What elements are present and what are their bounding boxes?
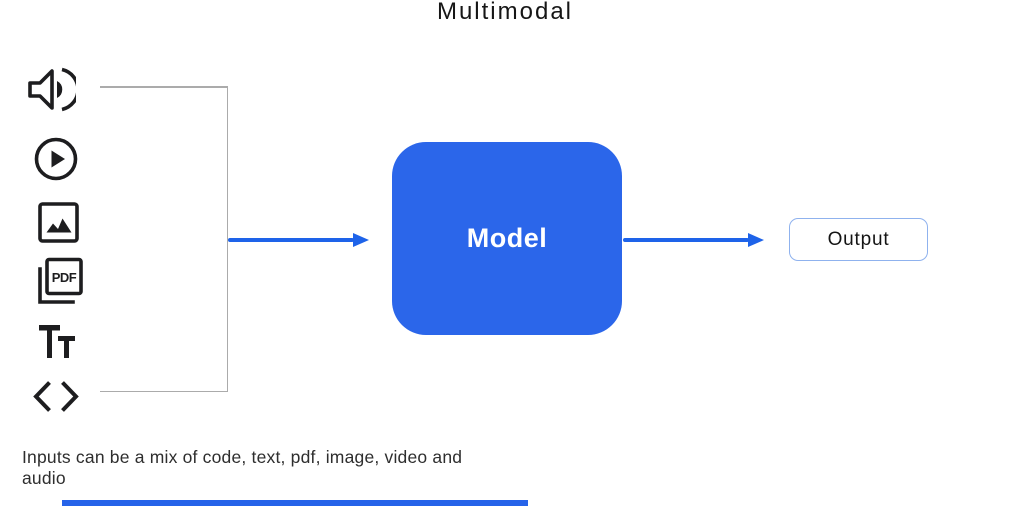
input-item-pdf: PDF <box>36 257 84 306</box>
bracket-bottom-line <box>100 390 228 392</box>
pdf-badge-text: PDF <box>52 270 77 285</box>
image-icon <box>38 202 79 243</box>
input-item-audio <box>26 66 76 113</box>
video-play-icon <box>33 136 79 182</box>
pdf-icon: PDF <box>36 257 84 306</box>
input-item-code <box>33 380 79 413</box>
audio-speaker-icon <box>26 66 76 113</box>
bracket-vertical-line <box>226 86 228 392</box>
model-to-output-arrowhead <box>748 232 764 247</box>
gif-progress-bar <box>62 500 528 506</box>
code-icon <box>33 380 79 413</box>
text-icon <box>37 323 75 360</box>
model-label: Model <box>466 223 548 253</box>
bracket-top-line <box>100 86 228 88</box>
caption-text: Inputs can be a mix of code, text, pdf, … <box>22 447 463 488</box>
model-to-output-arrow <box>623 238 749 242</box>
input-item-video <box>33 136 79 182</box>
output-node: Output <box>789 218 928 261</box>
inputs-to-model-arrowhead <box>353 232 369 247</box>
inputs-to-model-arrow <box>228 238 354 242</box>
diagram-title: Multimodal <box>436 0 574 25</box>
model-node: Model <box>392 142 622 335</box>
output-label: Output <box>827 228 890 250</box>
input-item-text <box>37 323 75 360</box>
input-item-image <box>38 202 79 243</box>
